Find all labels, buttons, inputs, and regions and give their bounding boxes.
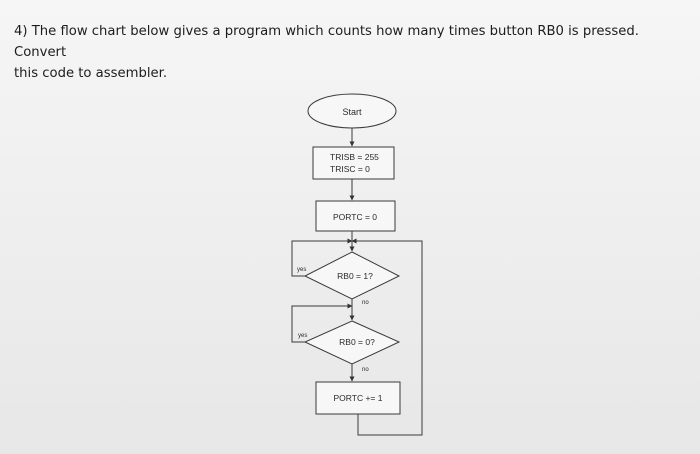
loop-back-main <box>351 238 423 436</box>
init-label-line2: TRISC = 0 <box>330 164 370 174</box>
clear-portc-label: PORTC = 0 <box>333 212 377 222</box>
increment-label: PORTC += 1 <box>334 393 383 403</box>
decision1-no-label: no <box>362 300 369 306</box>
decision2-no-label: no <box>362 367 369 373</box>
decision1-yes-label: yes <box>297 267 306 273</box>
decision2-yes-label: yes <box>298 333 307 339</box>
increment-box <box>315 381 401 415</box>
question-line-1: 4) The flow chart below gives a program … <box>14 24 639 60</box>
loop-yes-2 <box>291 303 353 343</box>
loop-yes-1 <box>291 238 353 277</box>
question-text: 4) The flow chart below gives a program … <box>14 21 684 84</box>
decision2-label: RB0 = 0? <box>339 337 375 347</box>
decision1-label: RB0 = 1? <box>337 271 373 281</box>
init-process-box <box>312 146 395 180</box>
init-label-line1: TRISB = 255 <box>330 152 379 162</box>
question-line-2: this code to assembler. <box>14 66 168 81</box>
clear-portc-box <box>315 200 396 232</box>
start-label: Start <box>342 107 362 117</box>
